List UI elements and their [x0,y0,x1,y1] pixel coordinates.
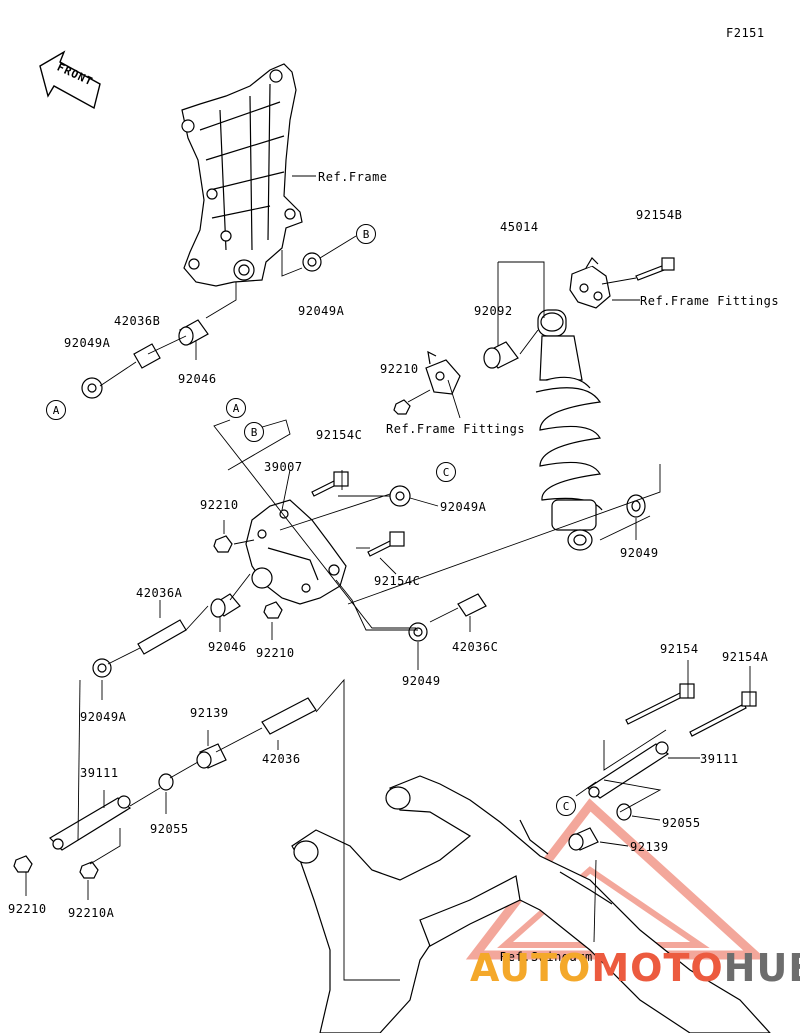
ref-frame-label: Ref.Frame [318,170,388,184]
part-39111-left: 39111 [80,766,119,780]
part-45014: 45014 [500,220,539,234]
leader-lines [25,175,751,981]
watermark-moto: MOTO [591,946,724,990]
part-92210-top: 92210 [380,362,419,376]
part-92046-mid: 92046 [208,640,247,654]
part-92049a-left: 92049A [64,336,111,350]
part-92210-bottom-left: 92210 [8,902,47,916]
rear-shock-absorber [535,309,603,551]
ref-swingarm-label: Ref.Swingarm [500,950,593,964]
figure-code: F2151 [726,26,765,40]
part-92210-mid: 92210 [200,498,239,512]
part-39007: 39007 [264,460,303,474]
ref-frame-fittings-left-label: Ref.Frame Fittings [386,422,526,436]
part-92154c-top: 92154C [316,428,363,442]
part-42036: 42036 [262,752,301,766]
ref-frame-fittings-right-label: Ref.Frame Fittings [640,294,780,308]
part-92154a: 92154A [722,650,769,664]
part-42036b: 42036B [114,314,161,328]
part-92046-top: 92046 [178,372,217,386]
callout-b-mid: B [244,422,264,442]
part-92092: 92092 [474,304,513,318]
part-92055-left: 92055 [150,822,189,836]
part-92139-right: 92139 [630,840,669,854]
part-42036c: 42036C [452,640,499,654]
part-92049a-low: 92049A [80,710,127,724]
part-92154c-mid: 92154C [374,574,421,588]
part-39111-right: 39111 [700,752,739,766]
part-42036a: 42036A [136,586,183,600]
callout-c-lower: C [556,796,576,816]
part-92049a-mid: 92049A [440,500,487,514]
watermark-auto: AUTO [470,946,592,990]
part-92055-right: 92055 [662,816,701,830]
callout-a-left: A [46,400,66,420]
callout-c-mid: C [436,462,456,482]
part-92049a-upper: 92049A [298,304,345,318]
frame-fittings-upper-left [425,350,461,395]
part-92154b: 92154B [636,208,683,222]
callout-b-top: B [356,224,376,244]
watermark-hub: HUB [723,946,800,990]
part-92210-lower: 92210 [256,646,295,660]
part-92049-right: 92049 [620,546,659,560]
small-parts [13,252,757,879]
frame-bracket [181,63,303,287]
part-92154: 92154 [660,642,699,656]
callout-a-mid: A [226,398,246,418]
collar-92092 [483,341,519,369]
swingarm [291,775,771,1033]
part-92139-left: 92139 [190,706,229,720]
part-92210a: 92210A [68,906,115,920]
frame-fittings-upper-right [569,257,611,309]
watermark-logo: AUTOMOTOHUB [470,948,800,988]
front-arrow-icon [39,50,101,110]
part-92049-low: 92049 [402,674,441,688]
